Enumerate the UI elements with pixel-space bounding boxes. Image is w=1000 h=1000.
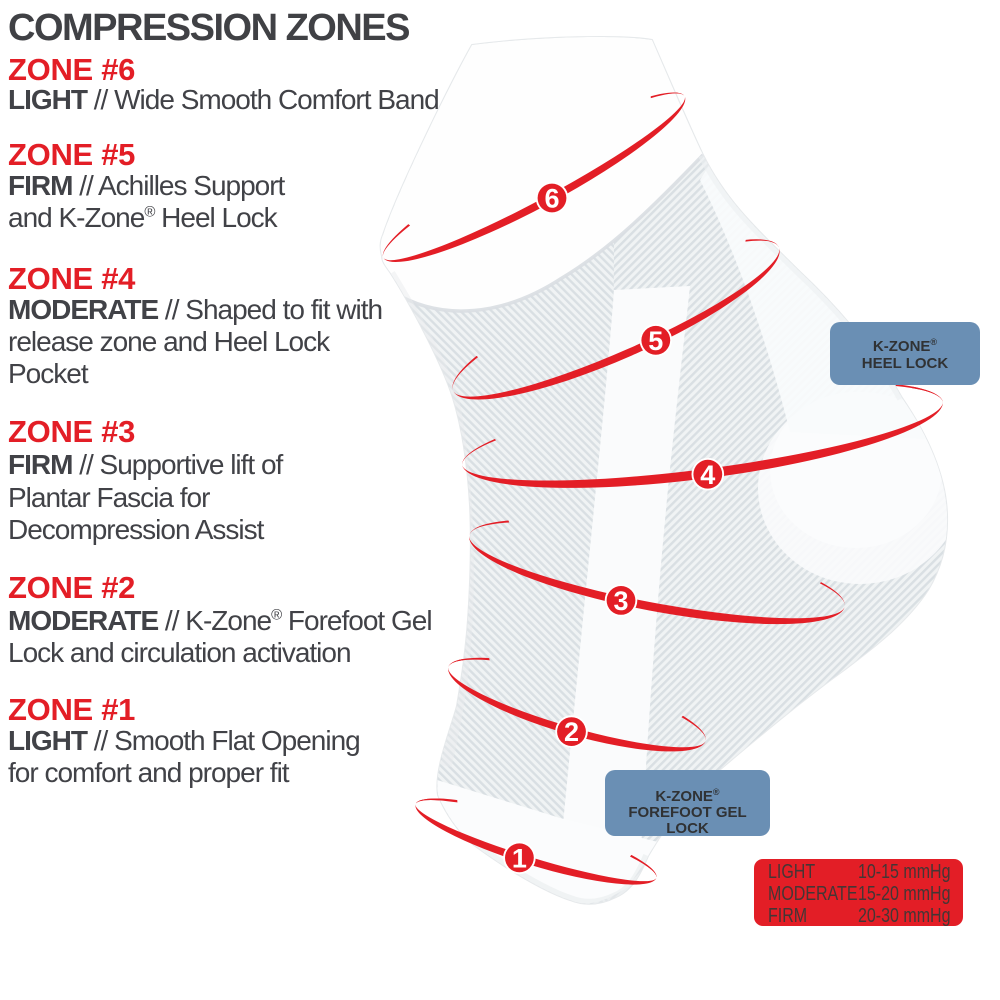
svg-text:2: 2 [564,717,579,747]
svg-text:4: 4 [700,460,715,490]
svg-text:5: 5 [648,326,663,356]
svg-text:1: 1 [512,843,527,873]
svg-text:6: 6 [544,184,559,214]
svg-text:3: 3 [613,586,628,616]
